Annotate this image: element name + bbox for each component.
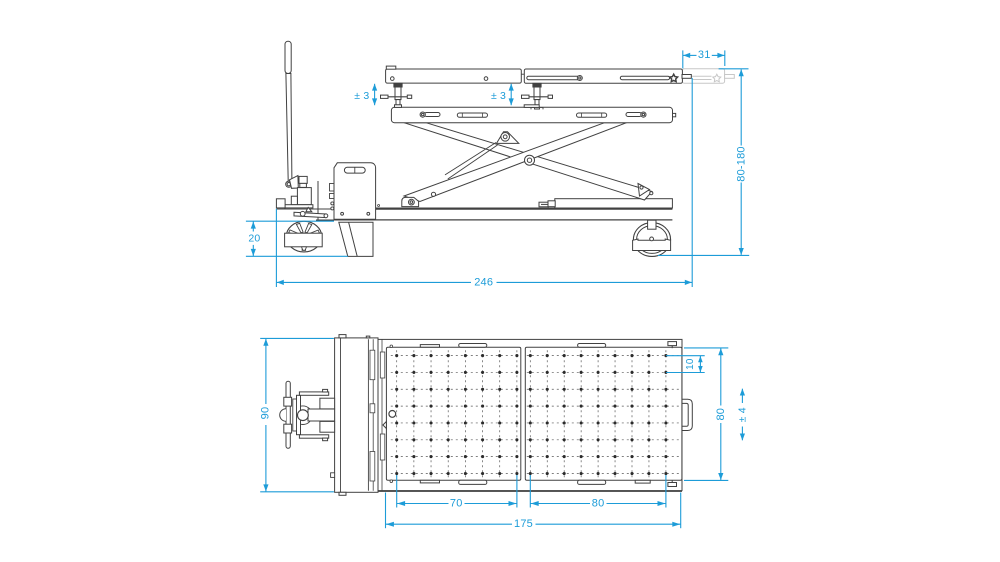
svg-text:± 4: ± 4: [737, 407, 749, 422]
svg-text:90: 90: [259, 407, 271, 420]
svg-text:± 3: ± 3: [354, 90, 369, 102]
svg-text:80: 80: [592, 497, 605, 509]
svg-text:175: 175: [514, 518, 533, 530]
svg-text:10: 10: [685, 358, 696, 370]
svg-text:70: 70: [450, 497, 463, 509]
svg-text:246: 246: [474, 276, 493, 288]
svg-text:80: 80: [715, 408, 727, 421]
svg-text:20: 20: [248, 232, 260, 244]
svg-text:80-180: 80-180: [735, 146, 747, 181]
svg-text:± 3: ± 3: [491, 90, 506, 102]
svg-text:31: 31: [698, 49, 711, 61]
